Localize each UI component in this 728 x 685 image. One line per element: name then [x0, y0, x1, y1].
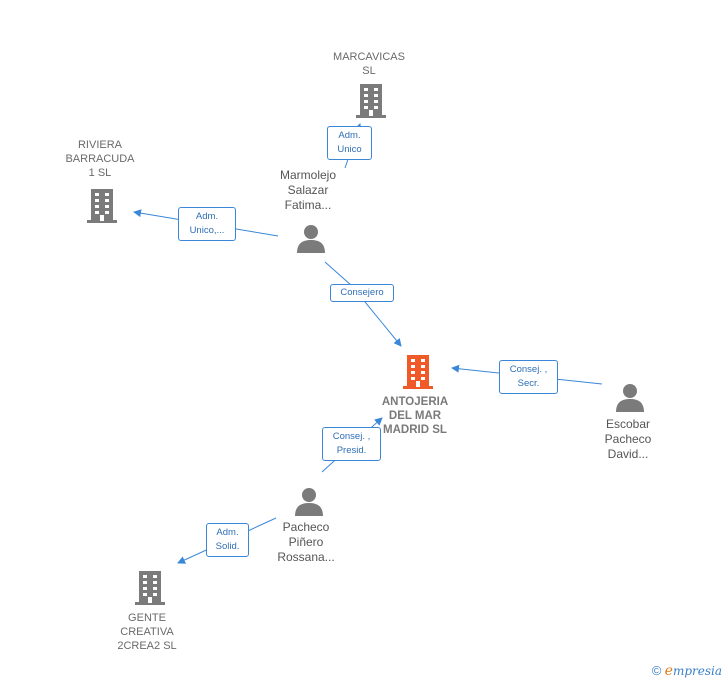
- badge-line: Unico: [337, 144, 362, 155]
- label-line: RIVIERA: [77, 139, 122, 151]
- label-line: 2CREA2 SL: [117, 640, 177, 652]
- brand-logo-text: mpresia: [672, 664, 722, 678]
- badge-line: Adm.: [338, 130, 361, 141]
- badge-line: Solid.: [215, 541, 240, 552]
- badge-line: Presid.: [336, 445, 367, 456]
- person-icon-marmolejo[interactable]: [296, 223, 326, 253]
- label-line: Pacheco: [604, 432, 652, 446]
- edge-badge-consej-presid[interactable]: Consej. , Presid.: [322, 427, 381, 461]
- label-escobar[interactable]: Escobar Pacheco David...: [578, 417, 678, 462]
- person-icon-pacheco[interactable]: [294, 486, 324, 516]
- label-line: BARRACUDA: [65, 153, 135, 165]
- label-line: Marmolejo: [279, 168, 336, 182]
- label-marmolejo[interactable]: Marmolejo Salazar Fatima...: [258, 168, 358, 213]
- label-line: Piñero: [288, 535, 324, 549]
- label-line: David...: [607, 447, 649, 461]
- edge-badge-consej-secr[interactable]: Consej. , Secr.: [499, 360, 558, 394]
- brand-footer: © empresia: [652, 663, 722, 679]
- badge-line: Adm.: [216, 527, 239, 538]
- building-icon-marcavicas[interactable]: [355, 84, 387, 118]
- edge-badge-adm-solid[interactable]: Adm. Solid.: [206, 523, 249, 557]
- building-icon-antojeria[interactable]: [402, 355, 434, 389]
- label-line: GENTE: [128, 612, 166, 624]
- edge-badge-consejero[interactable]: Consejero: [330, 284, 394, 302]
- label-riviera[interactable]: RIVIERA BARRACUDA 1 SL: [50, 138, 150, 180]
- brand-logo-e: e: [664, 663, 673, 679]
- copyright-symbol: ©: [651, 663, 662, 678]
- badge-line: Consej. ,: [509, 364, 548, 375]
- label-line: MADRID SL: [383, 424, 447, 436]
- label-gente[interactable]: GENTE CREATIVA 2CREA2 SL: [97, 611, 197, 653]
- edge-badge-adm-unico-riviera[interactable]: Adm. Unico,...: [178, 207, 236, 241]
- label-marcavicas[interactable]: MARCAVICAS SL: [319, 50, 419, 78]
- building-icon-gente[interactable]: [134, 571, 166, 605]
- label-line: Salazar: [287, 183, 329, 197]
- label-pacheco[interactable]: Pacheco Piñero Rossana...: [256, 520, 356, 565]
- label-line: DEL MAR: [388, 410, 442, 422]
- badge-line: Unico,...: [189, 225, 225, 236]
- label-line: 1 SL: [88, 167, 112, 179]
- label-line: CREATIVA: [120, 626, 174, 638]
- building-icon-riviera[interactable]: [86, 189, 118, 223]
- badge-line: Consej. ,: [332, 431, 371, 442]
- badge-line: Secr.: [517, 378, 540, 389]
- label-line: Fatima...: [284, 198, 332, 212]
- label-line: MARCAVICAS: [333, 51, 405, 63]
- edge-marmolejo-antojeria: [324, 261, 402, 347]
- edge-badge-adm-unico[interactable]: Adm. Unico: [327, 126, 372, 160]
- badge-line: Adm.: [195, 211, 219, 222]
- label-line: ANTOJERIA: [381, 396, 449, 408]
- person-icon-escobar[interactable]: [615, 382, 645, 412]
- label-line: Pacheco: [282, 520, 330, 534]
- badge-line: Consejero: [340, 287, 384, 298]
- label-line: Rossana...: [277, 550, 335, 564]
- label-antojeria[interactable]: ANTOJERIA DEL MAR MADRID SL: [365, 395, 465, 437]
- label-line: Escobar: [605, 417, 651, 431]
- label-line: SL: [362, 65, 376, 77]
